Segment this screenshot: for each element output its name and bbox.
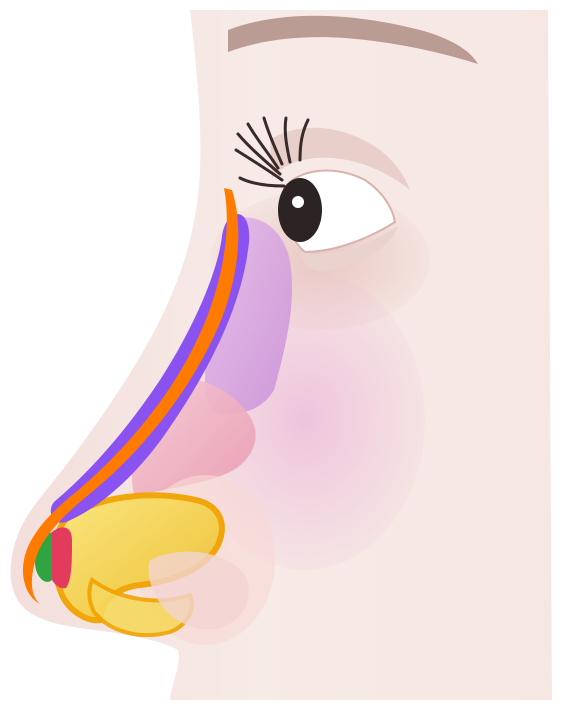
nostril-shadow xyxy=(148,551,249,630)
alar-cartilage-lower xyxy=(87,576,194,637)
tip-layer-red xyxy=(45,527,72,589)
upper-eyelid xyxy=(270,127,410,190)
skin-layer-orange xyxy=(22,188,239,604)
iris xyxy=(278,178,322,242)
eye-highlight xyxy=(292,196,304,208)
lower-eyelid xyxy=(300,226,398,272)
nasal-bone xyxy=(204,217,293,414)
eyelashes xyxy=(234,116,310,188)
eyebrow xyxy=(228,15,478,64)
